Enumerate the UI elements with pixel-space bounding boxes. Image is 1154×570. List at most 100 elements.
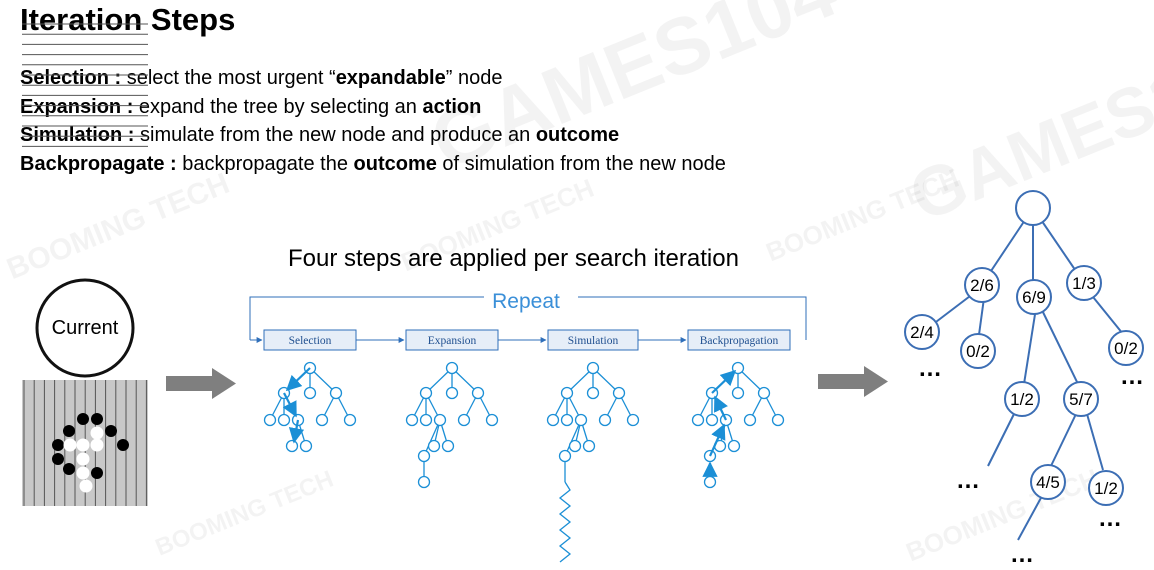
tree-node-n45: 4/5: [1030, 464, 1066, 500]
flow-arrow-right: [818, 366, 888, 397]
step-text: simulate from the new node and produce a…: [134, 124, 536, 146]
tree-node-label: 1/2: [1094, 479, 1118, 498]
mini-tree-node: [329, 386, 343, 400]
mini-tree-node: [757, 386, 771, 400]
step-text: select the most urgent “: [121, 67, 336, 89]
mini-tree-selection: [263, 361, 357, 453]
step-term: Selection :: [20, 67, 122, 89]
tree-node-label: 2/6: [970, 276, 994, 295]
mini-tree-node: [433, 413, 447, 427]
current-label: Current: [52, 317, 119, 339]
mini-tree-node: [263, 413, 277, 427]
stage-backpropagation-label: Backpropagation: [700, 335, 779, 347]
step-item: Expansion : expand the tree by selecting…: [20, 93, 726, 122]
step-term: Expansion :: [20, 95, 134, 118]
mini-tree-node: [303, 386, 317, 400]
tree-node-label: 4/5: [1036, 473, 1060, 492]
step-term: Simulation :: [20, 124, 135, 146]
stage-simulation: Simulation: [547, 329, 639, 351]
mini-tree-node: [612, 386, 626, 400]
search-tree-ellipses: … … … … …: [918, 355, 1144, 568]
mini-tree-simulation: [546, 361, 640, 563]
repeat-loop: [249, 296, 807, 343]
mini-tree-node: [445, 361, 459, 375]
tree-node-label: 0/2: [1114, 339, 1138, 358]
step-item: Backpropagate : backpropagate the outcom…: [20, 150, 726, 179]
mini-tree-node: [419, 386, 433, 400]
mini-tree-node: [626, 413, 640, 427]
mini-tree-node: [558, 449, 572, 463]
tree-node-label: 0/2: [966, 342, 990, 361]
mini-tree-node: [771, 413, 785, 427]
mini-tree-node: [586, 386, 600, 400]
stage-expansion-label: Expansion: [428, 335, 477, 347]
current-state: Current: [35, 278, 135, 378]
tree-node-label: 5/7: [1069, 390, 1093, 409]
mini-tree-node: [586, 361, 600, 375]
mini-tree-node: [731, 386, 745, 400]
tree-node-n02b: 0/2: [1108, 330, 1144, 366]
ellipsis-marker: …: [918, 355, 942, 382]
stage-selection-label: Selection: [289, 335, 332, 347]
tree-node-n12a: 1/2: [1004, 381, 1040, 417]
ellipsis-marker: …: [956, 467, 980, 494]
step-term: Backpropagate :: [20, 152, 177, 175]
tree-node-label: 1/2: [1010, 390, 1034, 409]
tree-node-n69: 6/9: [1016, 279, 1052, 315]
step-emphasis: outcome: [535, 124, 620, 146]
flow-arrow-left: [166, 368, 236, 399]
mini-trees: [263, 361, 785, 563]
mini-tree-node: [691, 413, 705, 427]
mini-tree-expansion: [405, 361, 499, 489]
tree-node-label: 6/9: [1022, 288, 1046, 307]
stage-simulation-label: Simulation: [568, 335, 619, 347]
mini-tree-node: [285, 439, 299, 453]
diagram-subtitle: Four steps are applied per search iterat…: [288, 245, 739, 272]
mini-tree-node: [419, 413, 433, 427]
repeat-label: Repeat: [492, 290, 560, 313]
go-board: [22, 23, 148, 506]
step-text: of simulation from the new node: [436, 152, 726, 175]
mini-tree-backpropagation: [691, 361, 785, 489]
mini-tree-node: [582, 439, 596, 453]
mini-tree-node: [574, 413, 588, 427]
stage-selection: Selection: [263, 329, 357, 351]
mini-tree-node: [417, 475, 431, 489]
tree-node-label: 2/4: [910, 323, 934, 342]
step-emphasis: action: [422, 95, 482, 118]
ellipsis-marker: …: [1120, 363, 1144, 390]
tree-node-n57: 5/7: [1063, 381, 1099, 417]
mini-tree-node: [457, 413, 471, 427]
step-text: backpropagate the: [176, 152, 354, 175]
ellipsis-marker: …: [1010, 541, 1034, 568]
white-stones: [63, 426, 104, 493]
page-title: Iteration Steps: [20, 2, 236, 37]
mini-tree-node: [427, 439, 441, 453]
steps-list: Selection : select the most urgent “ expa…: [20, 64, 726, 178]
mini-tree-node: [405, 413, 419, 427]
tree-node-n02a: 0/2: [960, 333, 996, 369]
step-emphasis: outcome: [353, 152, 437, 175]
step-text: expand the tree by selecting an: [133, 95, 423, 118]
tree-node-label: 1/3: [1072, 274, 1096, 293]
black-stones: [52, 413, 129, 479]
stage-backpropagation: Backpropagation: [687, 329, 791, 351]
mini-tree-node: [546, 413, 560, 427]
mini-tree-node: [417, 449, 431, 463]
stage-boxes: Selection Expansion Simulation Backpropa…: [263, 329, 791, 351]
mini-tree-node: [703, 475, 717, 489]
mini-tree-node: [560, 386, 574, 400]
search-tree-root: [1015, 190, 1051, 226]
mini-tree-node: [315, 413, 329, 427]
mini-tree-node: [445, 386, 459, 400]
ellipsis-marker: …: [1098, 505, 1122, 532]
mini-tree-node: [598, 413, 612, 427]
mini-tree-node: [343, 413, 357, 427]
tree-node-n13: 1/3: [1066, 265, 1102, 301]
step-text: ” node: [445, 67, 503, 89]
mini-tree-node: [568, 439, 582, 453]
mini-tree-node: [705, 413, 719, 427]
mini-tree-node: [743, 413, 757, 427]
mini-tree-node: [560, 413, 574, 427]
